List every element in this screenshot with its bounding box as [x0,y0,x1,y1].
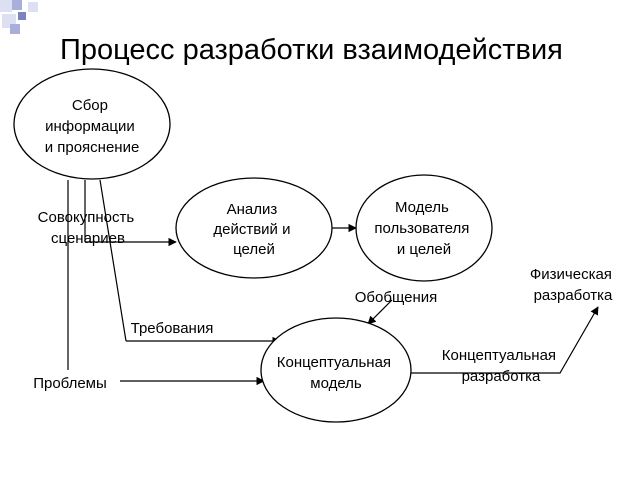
decor-square [0,0,12,12]
label-physical-design-line: Физическая [530,266,612,283]
label-concept-design-line: разработка [462,368,541,385]
node-user-model-text: Модель пользователя и целей [374,199,473,258]
node-analysis [175,177,333,279]
node-analysis-line: целей [233,241,275,258]
node-info-text: Сбор информации и прояснение [45,97,140,156]
node-concept-model [260,317,412,423]
node-analysis-line: Анализ [227,201,278,218]
label-problems: Проблемы [33,375,107,392]
label-physical-design-line: разработка [534,287,613,304]
connectors [67,179,599,386]
decor-square [18,12,26,20]
decor-square [12,0,22,10]
arrow-concept-to-physical [411,306,599,374]
node-user-model-line: и целей [397,241,451,258]
node-analysis-text: Анализ действий и целей [213,201,294,258]
node-user-model [355,174,493,282]
node-info-gathering [13,68,171,180]
decor-square [10,24,20,34]
node-info-line: Сбор [72,97,108,114]
arrow-usermodel-to-concept [367,299,393,325]
node-analysis-line: действий и [213,221,290,238]
node-info-line: информации [45,118,135,135]
node-info-line: и прояснение [45,139,140,156]
label-physical-design: Физическая разработка [530,266,616,304]
decor-square [28,2,38,12]
label-scenarios: Совокупность сценариев [38,209,139,247]
node-user-model-line: Модель [395,199,449,216]
connector-requirements-diagonal [99,179,127,342]
label-concept-design: Концептуальная разработка [442,347,560,385]
node-concept-model-line: модель [310,375,362,392]
label-requirements: Требования [131,320,214,337]
node-concept-model-text: Концептуальная модель [277,354,395,392]
label-scenarios-line: Совокупность [38,209,135,226]
label-concept-design-line: Концептуальная [442,347,556,364]
node-concept-model-line: Концептуальная [277,354,391,371]
slide-title: Процесс разработки взаимодействия [60,34,563,66]
label-scenarios-line: сценариев [51,230,125,247]
node-user-model-line: пользователя [374,220,469,237]
label-generalizations: Обобщения [355,289,438,306]
